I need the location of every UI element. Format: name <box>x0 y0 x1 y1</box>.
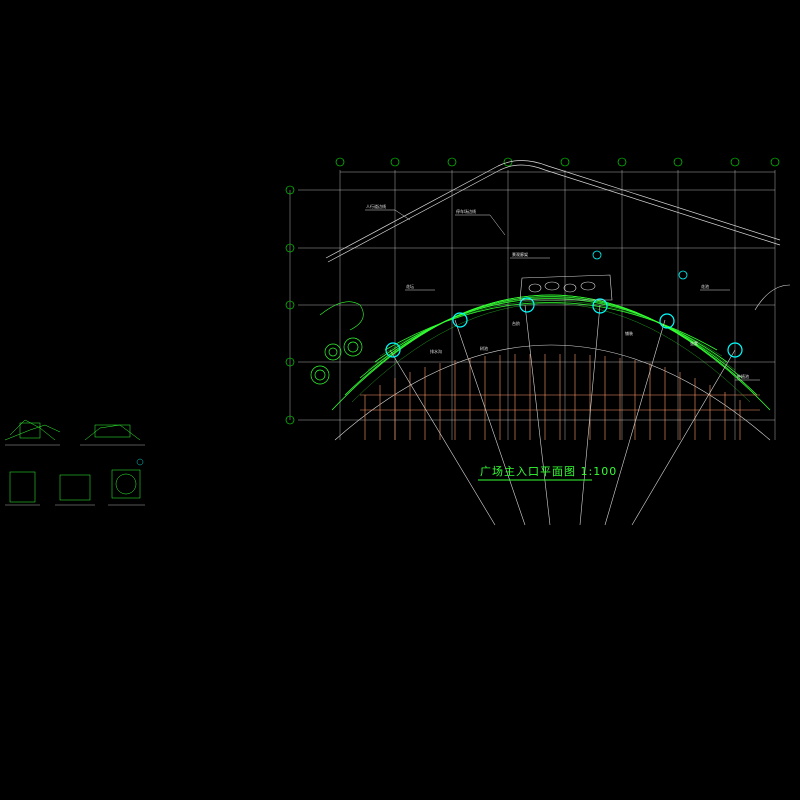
callout-leaders <box>365 209 760 381</box>
road-edge-lines <box>325 160 781 263</box>
inner-plaza-arc <box>334 344 771 441</box>
svg-text:排水沟: 排水沟 <box>430 348 442 354</box>
radial-lines <box>389 304 736 526</box>
trees <box>310 337 363 385</box>
grid-lines <box>289 170 776 440</box>
grid-axis-bubbles-top <box>335 157 780 167</box>
central-pond <box>519 274 613 301</box>
column-circles <box>385 297 743 358</box>
plaza-arc-bands <box>331 294 771 411</box>
svg-text:台阶: 台阶 <box>512 320 520 326</box>
planting-curve-left <box>319 301 364 331</box>
small-markers <box>592 250 688 280</box>
svg-text:坐凳: 坐凳 <box>690 340 698 346</box>
drawing-title: 广场主入口平面图 1:100 <box>480 464 617 478</box>
pergola-columns <box>364 354 741 440</box>
svg-text:种植池: 种植池 <box>737 373 749 379</box>
detail-sections <box>4 419 141 503</box>
pergola-beams <box>360 394 760 411</box>
svg-text:花坛: 花坛 <box>406 283 414 289</box>
planting-curve-right <box>754 284 791 311</box>
svg-text:树池: 树池 <box>480 345 488 351</box>
svg-text:铺装: 铺装 <box>625 330 633 336</box>
svg-text:停车场边线: 停车场边线 <box>456 208 476 214</box>
detail-sections-white <box>5 444 145 506</box>
svg-text:花池: 花池 <box>701 283 709 289</box>
svg-text:景观廊架: 景观廊架 <box>512 251 528 257</box>
svg-text:人行道边线: 人行道边线 <box>366 203 386 209</box>
grid-axis-bubbles-left <box>285 185 295 425</box>
callout-texts: 人行道边线 停车场边线 景观廊架 花坛 花池 台阶 铺装 排水沟 树池 坐凳 种… <box>366 203 749 379</box>
